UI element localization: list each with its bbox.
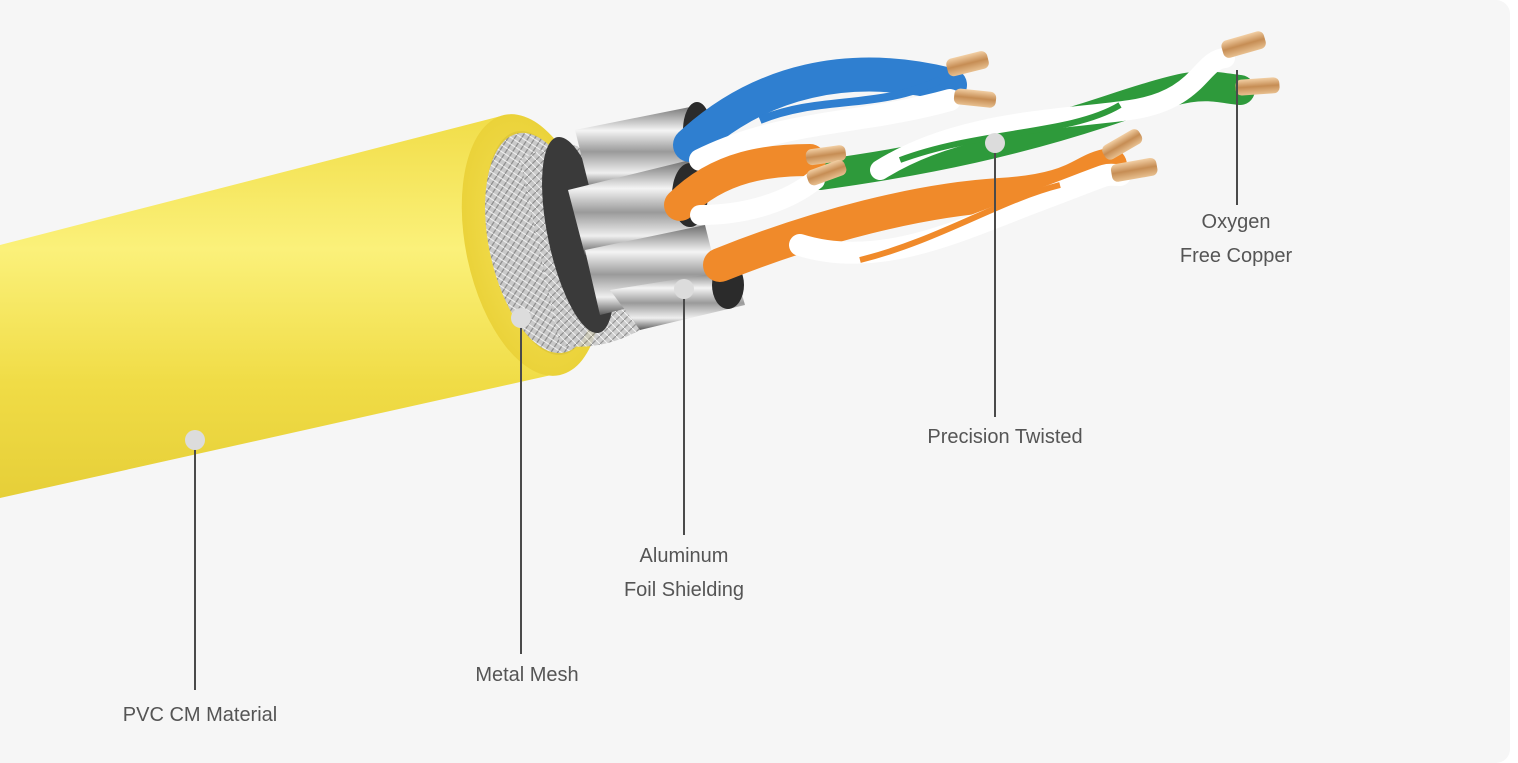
label-twisted-text: Precision Twisted xyxy=(927,426,1083,448)
label-foil-line1: Aluminum xyxy=(639,545,729,567)
leader-lines xyxy=(194,70,1238,690)
copper-conductors xyxy=(805,31,1280,186)
label-oxygen-free-copper: Oxygen Free Copper xyxy=(1180,205,1292,273)
label-copper-line1: Oxygen xyxy=(1201,211,1271,233)
label-copper-line2: Free Copper xyxy=(1179,245,1293,267)
label-aluminum-foil-shielding: Aluminum Foil Shielding xyxy=(624,539,744,607)
label-pvc-text: PVC CM Material xyxy=(122,704,278,726)
label-precision-twisted: Precision Twisted xyxy=(927,420,1082,454)
twisted-pairs xyxy=(664,48,1255,282)
label-pvc-cm-material: PVC CM Material xyxy=(123,698,277,732)
label-metal-mesh: Metal Mesh xyxy=(475,658,578,692)
callout-markers xyxy=(185,133,1005,450)
label-foil-line2: Foil Shielding xyxy=(623,579,745,601)
label-mesh-text: Metal Mesh xyxy=(475,664,579,686)
